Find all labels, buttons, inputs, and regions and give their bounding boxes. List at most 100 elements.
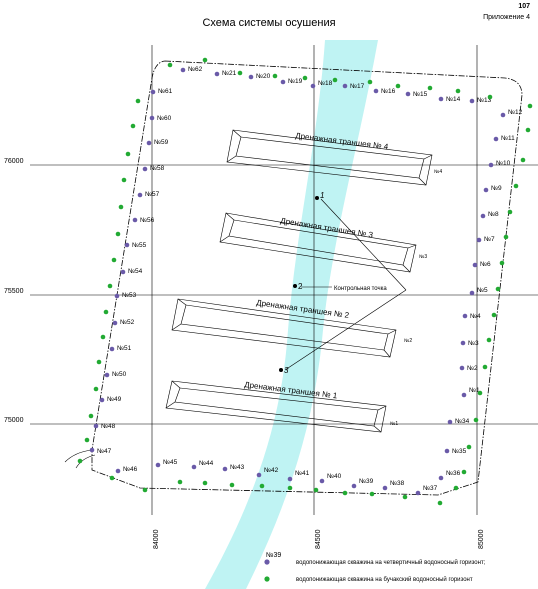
- quaternary-well-label: №36: [446, 470, 461, 477]
- tick-label-y-76000: 76000: [4, 158, 24, 165]
- quaternary-well: [137, 192, 143, 198]
- quaternary-well-label: №48: [101, 423, 116, 430]
- quaternary-well-label: №13: [477, 97, 492, 104]
- buchaksky-well: [115, 231, 121, 237]
- diagram-title: Схема системы осушения: [202, 17, 336, 29]
- quaternary-well: [149, 115, 155, 121]
- quaternary-well: [493, 136, 499, 142]
- tick-label-x-84000: 84000: [153, 529, 160, 549]
- buchaksky-well: [272, 73, 278, 79]
- buchaksky-well: [130, 123, 136, 129]
- quaternary-well: [222, 466, 228, 472]
- quaternary-well: [191, 464, 197, 470]
- buchaksky-well: [402, 494, 408, 500]
- buchaksky-well: [229, 482, 235, 488]
- quaternary-well: [469, 290, 475, 296]
- buchaksky-well: [96, 359, 102, 365]
- quaternary-well-label: №11: [501, 135, 515, 142]
- buchaksky-well: [487, 94, 493, 100]
- quaternary-well: [382, 485, 388, 491]
- control-point-3: [279, 368, 283, 372]
- quaternary-well-label: №46: [123, 466, 138, 473]
- quaternary-well: [248, 74, 254, 80]
- quaternary-well: [132, 217, 138, 223]
- buchaksky-well: [473, 417, 479, 423]
- quaternary-well: [438, 475, 444, 481]
- quaternary-well: [342, 83, 348, 89]
- quaternary-well-label: №59: [154, 139, 169, 146]
- quaternary-well-label: №6: [480, 261, 491, 268]
- quaternary-well-label: №1: [469, 387, 480, 394]
- buchaksky-well: [455, 88, 461, 94]
- trench-4: [226, 129, 433, 186]
- legend-quaternary-text: водопонижающая скважина на четвертичный …: [296, 559, 486, 566]
- control-point-lines: [284, 198, 407, 371]
- buchaksky-well: [486, 337, 492, 343]
- quaternary-well-label: №60: [157, 115, 172, 122]
- tick-label-x-85000: 85000: [478, 529, 485, 549]
- quaternary-well-label: №56: [140, 217, 155, 224]
- buchaksky-well: [437, 500, 443, 506]
- quaternary-well: [460, 340, 466, 346]
- quaternary-well-label: №20: [256, 73, 271, 80]
- trench-1: [165, 380, 387, 433]
- buchaksky-well: [259, 483, 265, 489]
- control-point-2-label: 2: [298, 282, 303, 291]
- quaternary-well: [109, 346, 115, 352]
- quaternary-well-label: №54: [128, 268, 143, 275]
- quaternary-well: [373, 88, 379, 94]
- quaternary-well: [287, 476, 293, 482]
- buchaksky-well: [495, 286, 501, 292]
- quaternary-well-label: №21: [222, 70, 237, 77]
- grid-lines: [30, 45, 538, 515]
- quaternary-well-label: №17: [350, 83, 365, 90]
- quaternary-well-label: №62: [188, 66, 203, 73]
- buchaksky-well: [118, 204, 124, 210]
- quaternary-well: [256, 472, 262, 478]
- quaternary-well-label: №4: [470, 313, 481, 320]
- quaternary-well-label: №58: [150, 165, 165, 172]
- quaternary-well-label: №53: [122, 292, 137, 299]
- site-boundary: [91, 60, 523, 496]
- quaternary-well: [155, 462, 161, 468]
- appendix-label: Приложение 4: [483, 14, 530, 21]
- buchaksky-well: [395, 83, 401, 89]
- control-point-1: [315, 196, 319, 200]
- quaternary-well: [180, 67, 186, 73]
- quaternary-well: [488, 162, 494, 168]
- buchaksky-well: [302, 75, 308, 81]
- legend-buchaksky-marker: [264, 576, 270, 582]
- buchaksky-well: [499, 260, 505, 266]
- buchaksky-well: [135, 98, 141, 104]
- buchaksky-well: [202, 480, 208, 486]
- quaternary-well-label: №16: [381, 88, 396, 95]
- tick-label-y-75500: 75500: [4, 288, 24, 295]
- quaternary-well: [146, 140, 152, 146]
- legend-well-label: №39: [266, 552, 281, 559]
- control-point-label: Контрольная точка: [334, 286, 387, 292]
- quaternary-well-label: №55: [132, 242, 147, 249]
- buchaksky-well: [466, 444, 472, 450]
- quaternary-well-label: №15: [413, 91, 428, 98]
- buchaksky-well: [367, 79, 373, 85]
- quaternary-well-label: №37: [423, 485, 438, 492]
- buchaksky-well: [93, 386, 99, 392]
- quaternary-well-label: №18: [318, 80, 333, 87]
- quaternary-well-label: №57: [145, 191, 160, 198]
- buchaksky-well: [202, 57, 208, 63]
- quaternary-well: [319, 478, 325, 484]
- quaternary-well-label: №14: [446, 96, 461, 103]
- buchaksky-well: [507, 209, 513, 215]
- aquifer-band: [205, 40, 378, 589]
- quaternary-well-label: №19: [288, 78, 303, 85]
- quaternary-well-label: №61: [158, 88, 173, 95]
- buchaksky-well: [109, 475, 115, 481]
- quaternary-well-label: №44: [199, 460, 214, 467]
- quaternary-well-label: №49: [107, 396, 122, 403]
- quaternary-well: [120, 269, 126, 275]
- buchaksky-well: [177, 479, 183, 485]
- quaternary-well: [280, 79, 286, 85]
- buchaksky-well: [369, 491, 375, 497]
- quaternary-well-label: №51: [117, 345, 132, 352]
- buchaksky-well: [525, 127, 531, 133]
